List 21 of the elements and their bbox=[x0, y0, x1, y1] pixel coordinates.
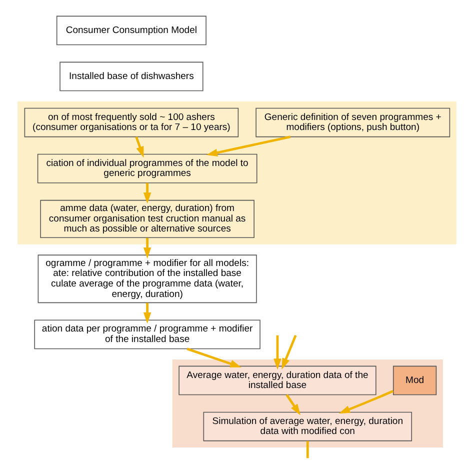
node-box: ogramme / programme + modifier for all models: ate: relative contribution of the installed base culate average of the programme data (water, energy, duration) bbox=[38, 254, 257, 303]
node-box: Simulation of average water, energy, duration data with modified con bbox=[203, 411, 412, 441]
cluster bbox=[18, 101, 456, 244]
arrow bbox=[143, 237, 152, 258]
node-box: Average water, energy, duration data of the installed base bbox=[178, 365, 376, 395]
node-box: Generic definition of seven programmes + modifiers (options, push button) bbox=[256, 107, 450, 137]
node-box: ciation of individual programmes of the model to generic programmes bbox=[37, 153, 258, 183]
node-box: on of most frequently sold ~ 100 ashers (consumer organisations or ta for 7 – 10 years) bbox=[24, 107, 239, 137]
arrow bbox=[274, 334, 282, 370]
node-box: amme data (water, energy, duration) from consumer organisation test cruction manual as much as possible or alternative sources bbox=[40, 199, 254, 238]
arrow bbox=[143, 182, 152, 204]
node-box: Installed base of dishwashers bbox=[60, 61, 204, 91]
arrow bbox=[286, 394, 300, 415]
node-box: Consumer Consumption Model bbox=[56, 15, 206, 45]
arrow bbox=[135, 136, 144, 158]
arrow bbox=[206, 135, 291, 156]
arrow bbox=[143, 302, 152, 324]
connector bbox=[306, 440, 309, 458]
node-box: ation data per programme / programme + modifier of the installed base bbox=[34, 319, 260, 349]
node-box: Mod bbox=[392, 365, 437, 395]
arrow bbox=[282, 334, 297, 369]
